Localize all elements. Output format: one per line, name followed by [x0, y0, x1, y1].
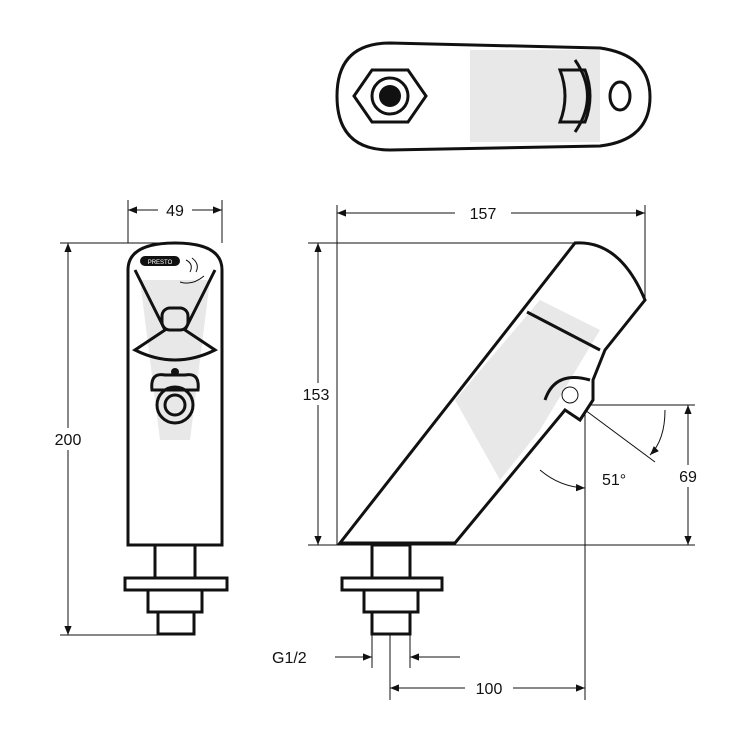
dim-thread: G1/2: [272, 650, 307, 667]
dim-spout-reach: 100: [476, 681, 503, 698]
logo-text: PRESTO: [148, 260, 173, 266]
front-view: PRESTO: [123, 241, 229, 636]
logo-badge: [140, 256, 180, 266]
hex-nut-icon: [370, 76, 410, 116]
dimension-labels: 49 200 157 153 69 51° G1/2 100: [55, 203, 697, 698]
dimension-lines: [48, 200, 706, 700]
dim-body-height: 153: [303, 387, 330, 404]
dim-spout-height: 69: [679, 469, 697, 486]
top-view: [335, 41, 652, 152]
dim-height-total: 200: [55, 432, 82, 449]
dim-width-front: 49: [166, 203, 184, 220]
dim-spout-angle: 51°: [602, 472, 626, 489]
dim-depth: 157: [470, 206, 497, 223]
side-view: [336, 241, 647, 636]
